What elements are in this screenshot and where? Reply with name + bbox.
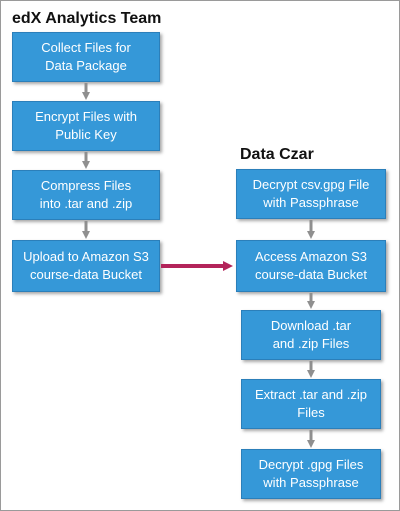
step-compress-files: Compress Files into .tar and .zip [12,170,160,220]
step-download-files: Download .tar and .zip Files [241,310,381,360]
step-collect-files: Collect Files for Data Package [12,32,160,82]
lane-title-edx-analytics-team: edX Analytics Team [12,10,162,27]
lane-title-data-czar: Data Czar [240,146,314,163]
step-upload-s3: Upload to Amazon S3 course-data Bucket [12,240,160,292]
step-decrypt-csv-gpg: Decrypt csv.gpg File with Passphrase [236,169,386,219]
step-encrypt-files: Encrypt Files with Public Key [12,101,160,151]
step-decrypt-gpg-files: Decrypt .gpg Files with Passphrase [241,449,381,499]
step-access-s3: Access Amazon S3 course-data Bucket [236,240,386,292]
step-extract-files: Extract .tar and .zip Files [241,379,381,429]
